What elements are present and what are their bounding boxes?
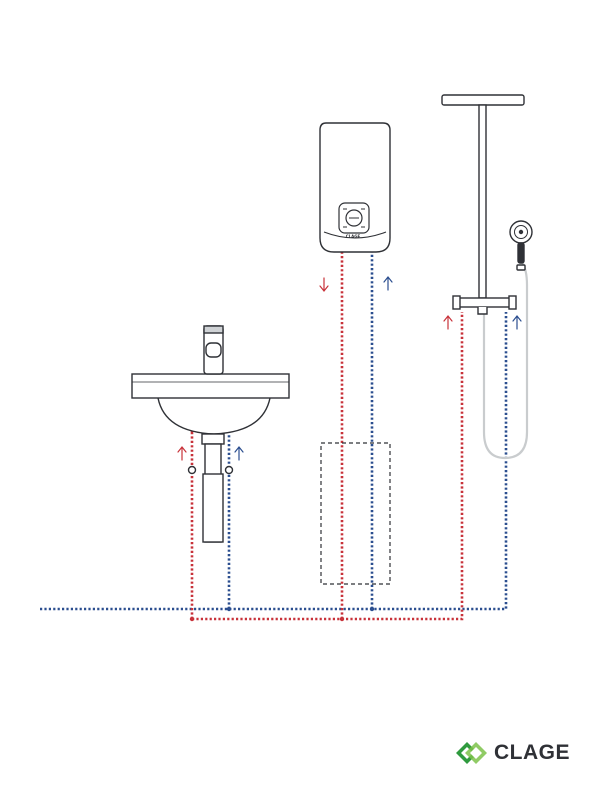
basin-drain-pipe	[201, 433, 225, 445]
clage-logo-icon	[456, 742, 487, 764]
heater-knob	[345, 209, 363, 227]
arrow-up-icon	[234, 446, 244, 461]
water-heater-body	[319, 122, 391, 253]
arrow-up-icon	[512, 315, 522, 330]
brand-name: CLAGE	[494, 741, 570, 764]
arrow-up-icon	[177, 446, 187, 461]
wash-basin	[131, 325, 290, 543]
arrow-up-icon	[443, 315, 453, 330]
clage-logo: CLAGE	[456, 737, 570, 769]
hot-return-pipe	[192, 312, 464, 621]
hot-angle-valve	[187, 465, 197, 475]
arrow-up-icon	[383, 276, 393, 291]
heater-control-panel	[338, 202, 370, 234]
rain-shower-head	[441, 94, 525, 106]
shower-hose	[482, 261, 529, 460]
shower-system	[441, 94, 533, 460]
hot-water-pipes	[190, 252, 464, 621]
shower-mixer-bar	[454, 297, 514, 308]
concealed-installation-box	[320, 442, 391, 585]
pipe-junctions	[189, 606, 375, 622]
cold-angle-valve	[224, 465, 234, 475]
basin-countertop	[131, 373, 290, 399]
arrow-down-icon	[319, 277, 329, 292]
water-heater	[319, 122, 391, 253]
shower-riser-pipe	[478, 104, 487, 299]
hand-shower-handle	[517, 242, 525, 264]
heater-brand-label: CLAGE	[345, 234, 361, 239]
flow-arrows	[177, 276, 522, 461]
cold-water-pipes	[40, 252, 508, 611]
cold-main-pipe	[40, 312, 508, 611]
basin-bowl	[157, 397, 271, 435]
